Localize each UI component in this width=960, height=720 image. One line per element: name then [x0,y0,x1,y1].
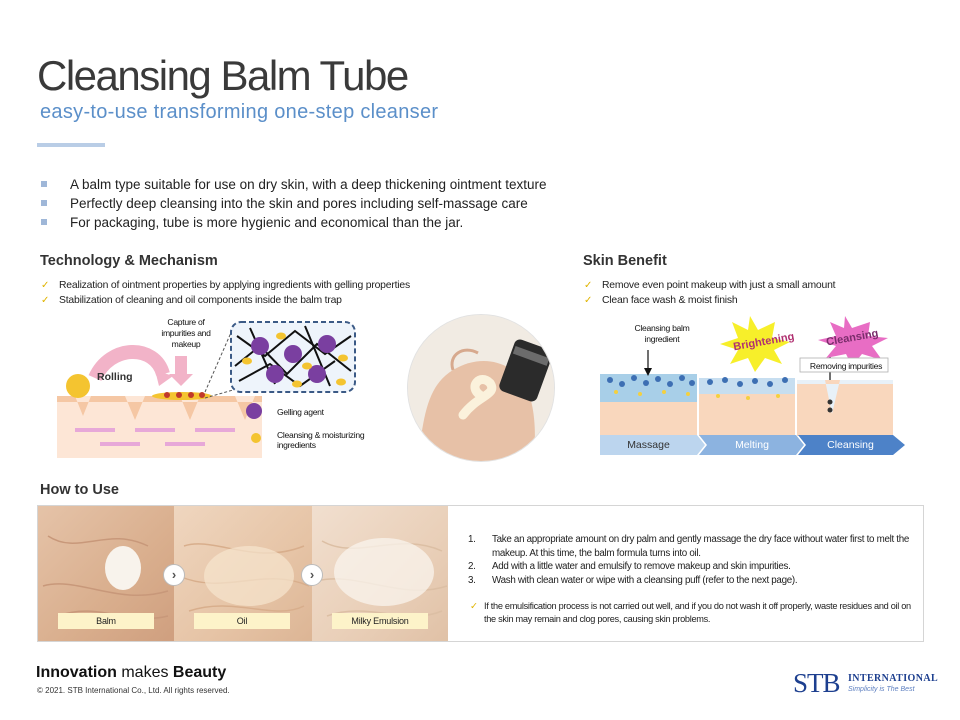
skin-benefit-point: Remove even point makeup with just a sma… [583,278,923,293]
how-to-use-title: How to Use [40,482,119,498]
mechanism-diagram [55,316,395,461]
skin-benefit-point: Clean face wash & moist finish [583,293,923,308]
chevron-right-icon: › [163,564,185,586]
legend-cleansing-label: Cleansing & moisturizing ingredients [277,430,365,450]
stage-massage: Massage [627,439,670,451]
technology-point: Realization of ointment properties by ap… [40,278,540,293]
balm-swatch-photo [407,314,555,462]
legend-gelling-label: Gelling agent [277,407,324,417]
page-subtitle: easy-to-use transforming one-step cleans… [40,101,439,123]
photo-label-oil: Oil [194,613,290,629]
photo-label-balm: Balm [58,613,154,629]
step-item: 1.Take an appropriate amount on dry palm… [468,534,910,559]
photo-milky-emulsion: Milky Emulsion [312,506,448,641]
how-to-use-steps: 1.Take an appropriate amount on dry palm… [468,533,913,587]
photo-oil: Oil [174,506,312,641]
technology-point: Stabilization of cleaning and oil compon… [40,293,540,308]
cleansing-balm-ingredient-label: Cleansing balm ingredient [634,323,690,344]
copyright: © 2021. STB International Co., Ltd. All … [37,686,230,695]
photo-balm: Balm [38,506,174,641]
hand-with-balm-illustration [408,315,554,461]
chevron-right-icon: › [301,564,323,586]
title-underline [37,143,105,147]
company-logo-sub: INTERNATIONAL [848,673,939,684]
intro-point: A balm type suitable for use on dry skin… [40,175,660,194]
photo-label-milky-emulsion: Milky Emulsion [332,613,428,629]
stage-cleansing: Cleansing [827,439,874,451]
page-title: Cleansing Balm Tube [37,52,409,99]
stage-melting: Melting [735,439,769,451]
technology-points: Realization of ointment properties by ap… [40,278,540,308]
removing-impurities-label: Removing impurities [809,361,883,371]
skin-benefit-illustration [600,316,905,455]
company-logo: STB [793,668,841,698]
skin-benefit-diagram [600,314,910,459]
skin-benefit-points: Remove even point makeup with just a sma… [583,278,923,308]
company-slogan: Simplicity is The Best [848,686,915,693]
intro-point: Perfectly deep cleansing into the skin a… [40,194,660,213]
mechanism-illustration [57,321,356,458]
how-to-use-panel [37,505,924,642]
intro-point: For packaging, tube is more hygienic and… [40,213,660,232]
step-item: 2.Add with a little water and emulsify t… [468,561,791,572]
step-item: 3.Wash with clean water or wipe with a c… [468,574,798,586]
technology-title: Technology & Mechanism [40,253,218,269]
intro-list: A balm type suitable for use on dry skin… [40,175,660,232]
capture-label: Capture of impurities and makeup [161,317,211,349]
rolling-label: Rolling [97,371,133,383]
skin-benefit-title: Skin Benefit [583,253,667,269]
usage-note: If the emulsification process is not car… [468,600,913,626]
footer-tagline: Innovation makes Beauty [36,664,227,681]
palm-texture-oil [178,543,310,612]
